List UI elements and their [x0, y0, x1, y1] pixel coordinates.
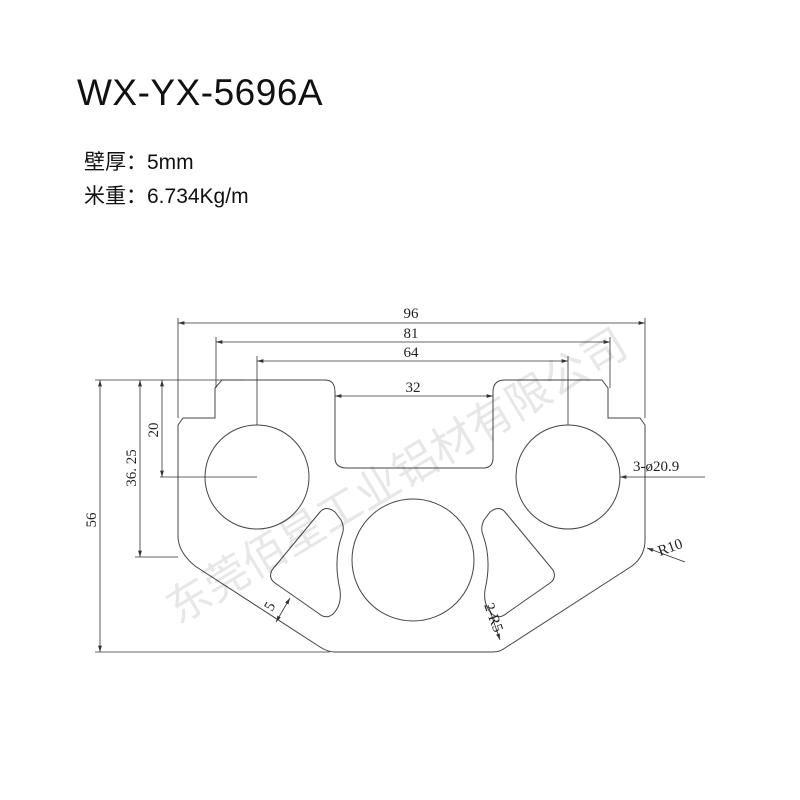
spec-label: 米重： — [84, 185, 147, 208]
dim-width-81: 81 — [404, 326, 419, 342]
dim-hole-spacing: 64 — [404, 345, 420, 361]
spec-value: 6.734Kg/m — [147, 185, 249, 208]
dim-wall: 5 — [262, 600, 280, 614]
dim-slot-width: 32 — [406, 380, 421, 396]
dim-overall-width: 96 — [404, 306, 420, 322]
dim-inner-radius: 2-R5 — [480, 601, 505, 635]
spec-label: 壁厚： — [84, 151, 147, 174]
hole-center — [351, 498, 475, 622]
profile-outline — [177, 379, 646, 653]
spec-weight-per-meter: 米重：6.734Kg/m — [84, 180, 249, 210]
dim-height-36: 36. 25 — [124, 449, 140, 487]
cavity-right — [481, 508, 555, 618]
dim-height-20: 20 — [146, 423, 162, 438]
dim-height: 56 — [84, 512, 100, 528]
spec-wall-thickness: 壁厚：5mm — [84, 146, 194, 176]
hole-right — [515, 424, 621, 530]
cavity-left — [270, 508, 344, 618]
spec-value: 5mm — [147, 151, 194, 174]
dim-holes: 3-ø20.9 — [633, 459, 679, 475]
dim-radius: R10 — [656, 536, 685, 560]
profile-model-title: WX-YX-5696A — [77, 72, 324, 113]
